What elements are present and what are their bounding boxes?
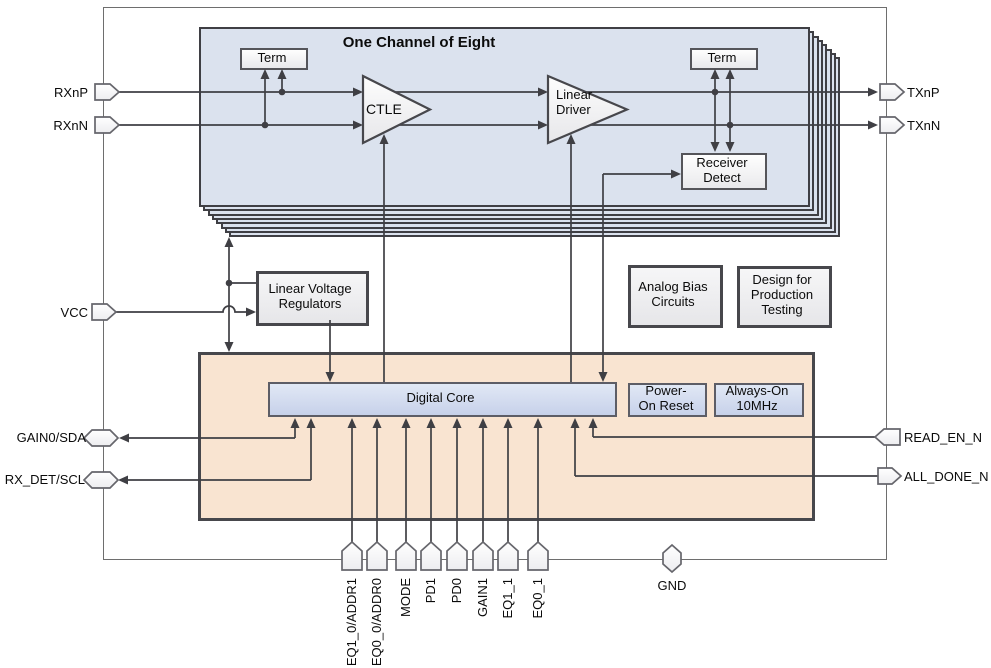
linear-voltage-regulators-box — [256, 271, 369, 326]
pin-label-gnd: GND — [657, 578, 687, 593]
pin-label-eq1-1: EQ1_1 — [500, 578, 515, 619]
term-tx-label: Term — [707, 49, 737, 65]
receiver-detect-box — [681, 153, 767, 190]
pin-label-all-done-n: ALL_DONE_N — [904, 469, 989, 484]
linear-voltage-regulators-label: Linear Voltage Regulators — [268, 280, 352, 311]
channel-title: One Channel of Eight — [342, 34, 496, 51]
pin-label-mode: MODE — [398, 578, 413, 617]
term-box-tx — [690, 48, 758, 70]
pin-label-eq0-0-addr0: EQ0_0/ADDR0 — [369, 578, 384, 667]
pin-label-rxdet-scl: RX_DET/SCL — [4, 472, 85, 487]
pin-label-txnp: TXnP — [907, 85, 940, 100]
pin-label-txnn: TXnN — [907, 118, 941, 133]
power-on-reset-box — [628, 383, 707, 417]
pin-label-pd1: PD1 — [423, 578, 438, 604]
linear-driver-label: Linear Driver — [556, 87, 593, 117]
pin-label-pd0: PD0 — [449, 578, 464, 604]
analog-bias-circuits-label: Analog Bias Circuits — [638, 278, 708, 309]
pin-label-gain1: GAIN1 — [475, 578, 490, 618]
power-on-reset-label: Power-On Reset — [638, 383, 694, 413]
pin-label-read-en-n: READ_EN_N — [904, 430, 983, 445]
pin-label-rxnn: RXnN — [53, 118, 88, 133]
receiver-detect-label: Receiver Detect — [696, 154, 748, 185]
pin-label-vcc: VCC — [60, 305, 88, 320]
digital-core-label: Digital Core — [406, 390, 475, 405]
pin-label-eq0-1: EQ0_1 — [530, 578, 545, 619]
always-on-10mhz-label: Always-On 10MHz — [725, 383, 789, 413]
always-on-10mhz-box — [714, 383, 804, 417]
analog-bias-circuits-box — [628, 265, 723, 328]
ctle-label: CTLE — [366, 101, 402, 117]
pin-label-gain0-sda: GAIN0/SDA — [16, 430, 86, 445]
pin-label-rxnp: RXnP — [54, 85, 88, 100]
digital-core-box — [268, 382, 617, 417]
term-rx-label: Term — [257, 49, 287, 65]
design-for-production-testing-box — [737, 266, 832, 328]
design-for-production-testing-label: Design for Production Testing — [750, 271, 814, 317]
pin-label-eq1-0-addr1: EQ1_0/ADDR1 — [344, 578, 359, 667]
term-box-rx — [240, 48, 308, 70]
